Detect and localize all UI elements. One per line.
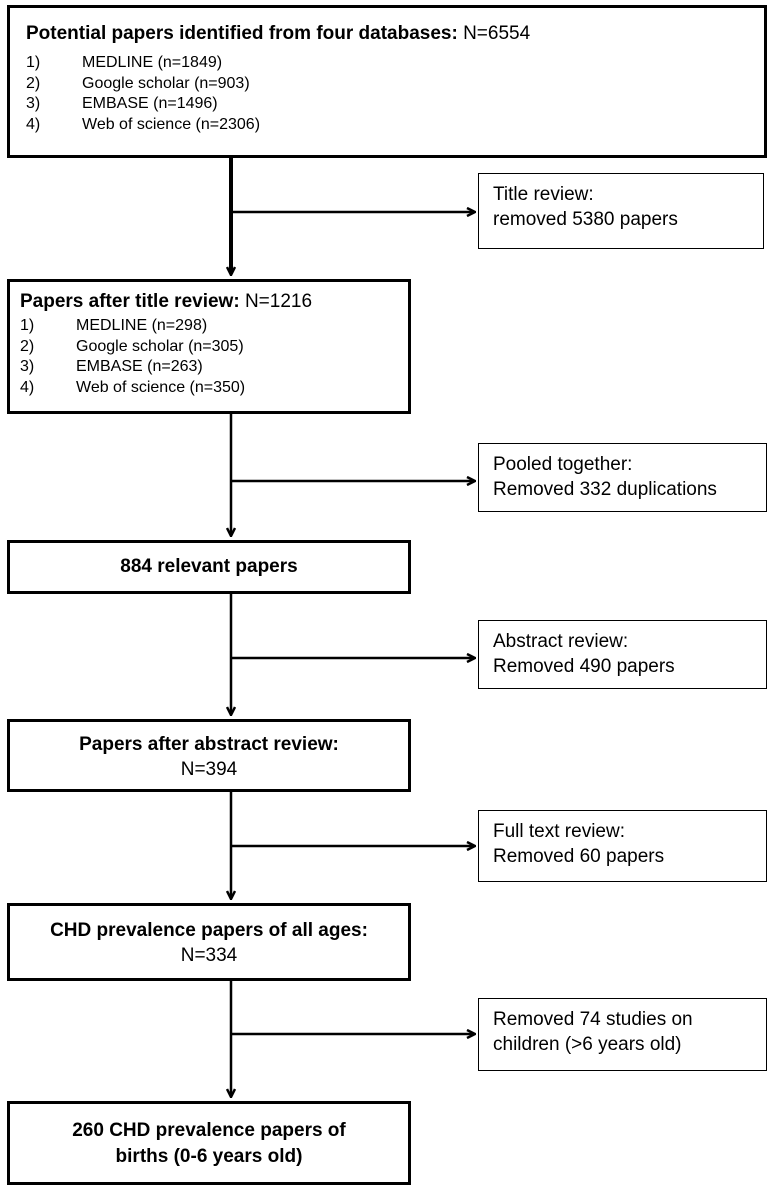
full-text-review-label: Full text review: xyxy=(493,821,625,842)
list-item: 4)Web of science (n=2306) xyxy=(26,115,261,133)
identified-title: Potential papers identified from four da… xyxy=(26,23,458,44)
chd-all-ages-count: N=334 xyxy=(180,945,238,966)
title-review-label: Title review: xyxy=(493,184,594,205)
box-chd-all-ages: CHD prevalence papers of all ages: N=334 xyxy=(7,903,411,981)
full-text-review-removed: Removed 60 papers xyxy=(493,846,665,867)
list-item: 3)EMBASE (n=1496) xyxy=(26,95,218,112)
removed-children-line1: Removed 74 studies on xyxy=(493,1009,693,1030)
box-full-text-review: Full text review: Removed 60 papers xyxy=(478,810,767,882)
title-review-removed: removed 5380 papers xyxy=(493,209,678,230)
after-title-review-title: Papers after title review: xyxy=(20,291,240,312)
abstract-review-removed: Removed 490 papers xyxy=(493,656,675,677)
chd-births-line1: 260 CHD prevalence papers of xyxy=(72,1120,346,1141)
list-item: 3)EMBASE (n=263) xyxy=(20,358,203,375)
pooled-together-label: Pooled together: xyxy=(493,454,633,475)
chd-all-ages-title: CHD prevalence papers of all ages: xyxy=(50,920,368,941)
after-title-review-db-list: 1)MEDLINE (n=298) 2)Google scholar (n=30… xyxy=(20,316,398,398)
identified-db-list: 1)MEDLINE (n=1849) 2)Google scholar (n=9… xyxy=(26,53,748,135)
abstract-review-label: Abstract review: xyxy=(493,631,629,652)
relevant-papers-text: 884 relevant papers xyxy=(120,556,298,577)
box-abstract-review: Abstract review: Removed 490 papers xyxy=(478,620,767,689)
box-removed-children: Removed 74 studies on children (>6 years… xyxy=(478,998,767,1071)
list-item: 4)Web of science (n=350) xyxy=(20,378,246,396)
box-chd-births: 260 CHD prevalence papers of births (0-6… xyxy=(7,1101,411,1185)
pooled-together-removed: Removed 332 duplications xyxy=(493,479,717,500)
list-item: 2)Google scholar (n=903) xyxy=(26,74,250,92)
after-abstract-review-count: N=394 xyxy=(180,759,238,780)
list-item: 1)MEDLINE (n=298) xyxy=(20,317,208,334)
identified-count: N=6554 xyxy=(463,23,531,44)
after-abstract-review-title: Papers after abstract review: xyxy=(79,734,339,755)
box-after-abstract-review: Papers after abstract review: N=394 xyxy=(7,719,411,792)
box-relevant-papers: 884 relevant papers xyxy=(7,540,411,594)
list-item: 1)MEDLINE (n=1849) xyxy=(26,54,223,71)
list-item: 2)Google scholar (n=305) xyxy=(20,337,244,355)
after-title-review-count: N=1216 xyxy=(244,291,313,312)
box-identified: Potential papers identified from four da… xyxy=(7,5,767,158)
box-after-title-review: Papers after title review: N=1216 1)MEDL… xyxy=(7,279,411,414)
box-pooled-together: Pooled together: Removed 332 duplication… xyxy=(478,443,767,512)
chd-births-line2: births (0-6 years old) xyxy=(115,1146,303,1167)
box-title-review: Title review: removed 5380 papers xyxy=(478,173,764,249)
removed-children-line2: children (>6 years old) xyxy=(493,1034,682,1055)
